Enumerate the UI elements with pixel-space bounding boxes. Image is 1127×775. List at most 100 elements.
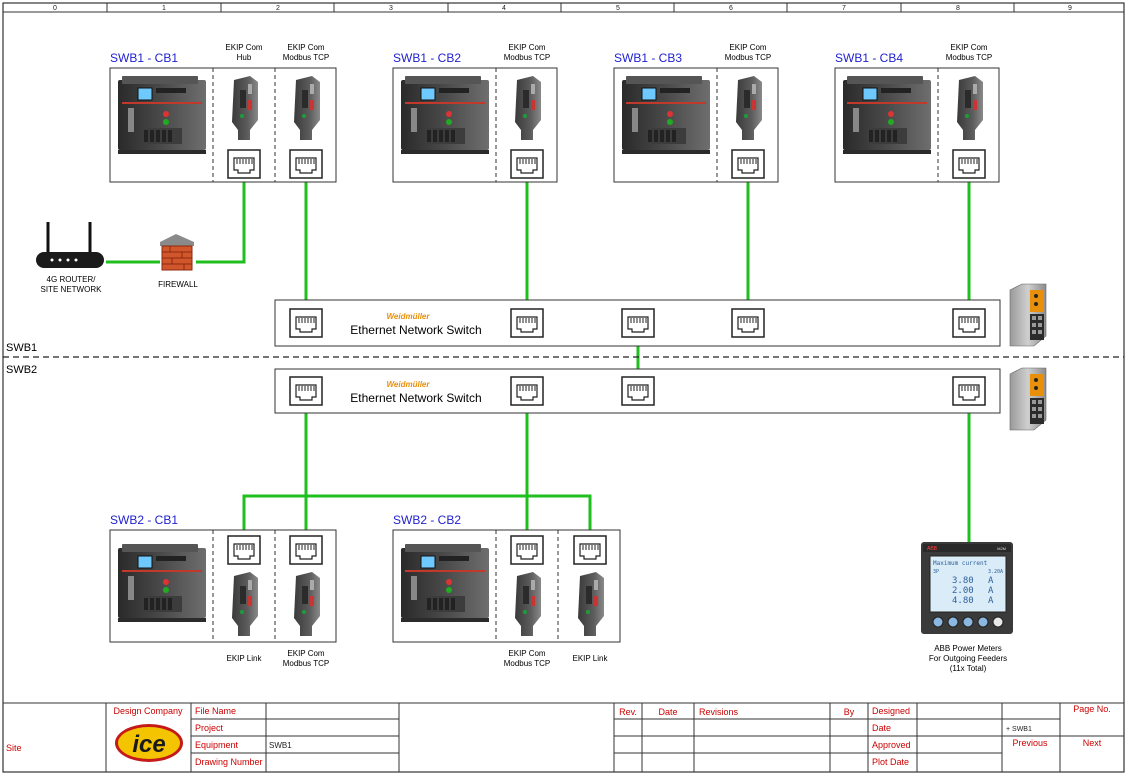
firewall-label: FIREWALL <box>158 280 198 289</box>
circuit-breaker-image <box>621 75 711 155</box>
ruler-label-7: 7 <box>842 5 846 12</box>
meter-label-line3: (11x Total) <box>950 664 987 673</box>
meter-model: M2M <box>997 546 1006 551</box>
circuit-breaker-image <box>117 543 207 623</box>
weidmuller-logo: Weidmüller <box>387 312 431 321</box>
project-label: Project <box>195 723 224 733</box>
approved-label: Approved <box>872 740 911 750</box>
switch-label: Ethernet Network Switch <box>350 323 481 337</box>
breaker-group-swb1-cb4: SWB1 - CB4 EKIP Com Modbus TCP <box>834 43 1000 183</box>
breaker-title-swb2-cb2: SWB2 - CB2 <box>393 513 461 527</box>
site-label: Site <box>6 743 22 753</box>
equipment-label: Equipment <box>195 740 239 750</box>
switch-port-icon <box>289 376 323 406</box>
router-label-line2: SITE NETWORK <box>41 285 103 294</box>
meter-display-title: Maximum current <box>933 560 988 567</box>
switch-port-icon <box>952 308 986 338</box>
module-label-hub: Hub <box>237 53 252 62</box>
module-label-modbus-tcp: Modbus TCP <box>283 53 330 62</box>
ethernet-port-icon <box>289 149 323 179</box>
page-no-label: Page No. <box>1073 704 1111 714</box>
router-icon <box>36 222 104 268</box>
ethernet-switch-swb2: Weidmüller Ethernet Network Switch <box>274 368 1001 414</box>
module-label-modbus-tcp: Modbus TCP <box>725 53 772 62</box>
circuit-breaker-image <box>117 75 207 155</box>
next-page-link[interactable]: Next <box>1083 738 1102 748</box>
module-label-ekip-com: EKIP Com <box>508 649 546 658</box>
ruler-label-3: 3 <box>389 5 393 12</box>
breaker-title-swb1-cb2: SWB1 - CB2 <box>393 51 461 65</box>
switch-port-icon <box>510 308 544 338</box>
drawing-number-label: Drawing Number <box>195 757 263 767</box>
breaker-title-swb1-cb4: SWB1 - CB4 <box>835 51 903 65</box>
breaker-group-swb2-cb1: SWB2 - CB1 EKIP Link EKIP Com Modbus TCP <box>109 513 337 668</box>
module-label-ekip-com: EKIP Com <box>225 43 263 52</box>
ruler-label-2: 2 <box>276 5 280 12</box>
ethernet-switch-swb1: Weidmüller Ethernet Network Switch <box>274 299 1001 347</box>
ice-logo: ice <box>115 724 183 762</box>
module-label-ekip-link: EKIP Link <box>227 654 263 663</box>
sheet-reference: + SWB1 <box>1006 726 1032 733</box>
switch-port-icon <box>952 376 986 406</box>
date-header: Date <box>658 707 677 717</box>
meter-label-line2: For Outgoing Feeders <box>929 654 1007 663</box>
module-label-modbus-tcp: Modbus TCP <box>946 53 993 62</box>
module-label-modbus-tcp: Modbus TCP <box>283 659 330 668</box>
firewall-icon <box>160 234 194 271</box>
router-label-line1: 4G ROUTER/ <box>47 275 97 284</box>
section-label-swb2: SWB2 <box>6 364 37 376</box>
ruler-label-0: 0 <box>53 5 57 12</box>
module-label-modbus-tcp: Modbus TCP <box>504 53 551 62</box>
rev-header: Rev. <box>619 707 637 717</box>
weidmuller-switch-image <box>1009 283 1047 347</box>
date-label: Date <box>872 723 891 733</box>
meter-reading-1: 3.80 <box>952 576 974 586</box>
weidmuller-switch-image <box>1009 367 1047 431</box>
network-wires <box>106 180 971 542</box>
meter-brand: ABB <box>927 546 938 552</box>
by-header: By <box>844 707 855 717</box>
equipment-value: SWB1 <box>269 741 292 750</box>
revisions-header: Revisions <box>699 707 739 717</box>
ruler-label-1: 1 <box>162 5 166 12</box>
module-label-ekip-link: EKIP Link <box>573 654 609 663</box>
designed-label: Designed <box>872 706 910 716</box>
ethernet-port-icon <box>952 149 986 179</box>
meter-unit-3: A <box>988 596 994 606</box>
ethernet-port-icon <box>510 149 544 179</box>
breaker-title-swb1-cb3: SWB1 - CB3 <box>614 51 682 65</box>
section-label-swb1: SWB1 <box>6 342 37 354</box>
previous-page-link[interactable]: Previous <box>1012 738 1048 748</box>
meter-unit-2: A <box>988 586 994 596</box>
switch-port-icon <box>731 308 765 338</box>
meter-reading-3: 4.80 <box>952 596 974 606</box>
plot-date-label: Plot Date <box>872 757 909 767</box>
circuit-breaker-image <box>842 75 932 155</box>
file-name-label: File Name <box>195 706 236 716</box>
meter-label-line1: ABB Power Meters <box>934 644 1002 653</box>
design-company-label: Design Company <box>113 706 183 716</box>
switch-port-icon <box>510 376 544 406</box>
ethernet-port-icon <box>731 149 765 179</box>
switch-port-icon <box>621 376 655 406</box>
ruler <box>106 3 1015 12</box>
breaker-title-swb2-cb1: SWB2 - CB1 <box>110 513 178 527</box>
module-label-ekip-com: EKIP Com <box>508 43 546 52</box>
module-label-ekip-com: EKIP Com <box>729 43 767 52</box>
circuit-breaker-image <box>400 75 490 155</box>
breaker-title-swb1-cb1: SWB1 - CB1 <box>110 51 178 65</box>
switch-label: Ethernet Network Switch <box>350 391 481 405</box>
ethernet-port-icon <box>227 149 261 179</box>
ethernet-port-icon <box>510 535 544 565</box>
ethernet-port-icon <box>289 535 323 565</box>
weidmuller-logo: Weidmüller <box>387 380 431 389</box>
ethernet-port-icon <box>573 535 607 565</box>
module-label-ekip-com: EKIP Com <box>287 43 325 52</box>
ruler-label-6: 6 <box>729 5 733 12</box>
breaker-group-swb1-cb3: SWB1 - CB3 EKIP Com Modbus TCP <box>613 43 779 183</box>
module-label-ekip-com: EKIP Com <box>950 43 988 52</box>
breaker-group-swb1-cb1: SWB1 - CB1 EKIP Com Hub EKIP Com Modbus … <box>109 43 337 183</box>
meter-unit-1: A <box>988 576 994 586</box>
ruler-label-5: 5 <box>616 5 620 12</box>
